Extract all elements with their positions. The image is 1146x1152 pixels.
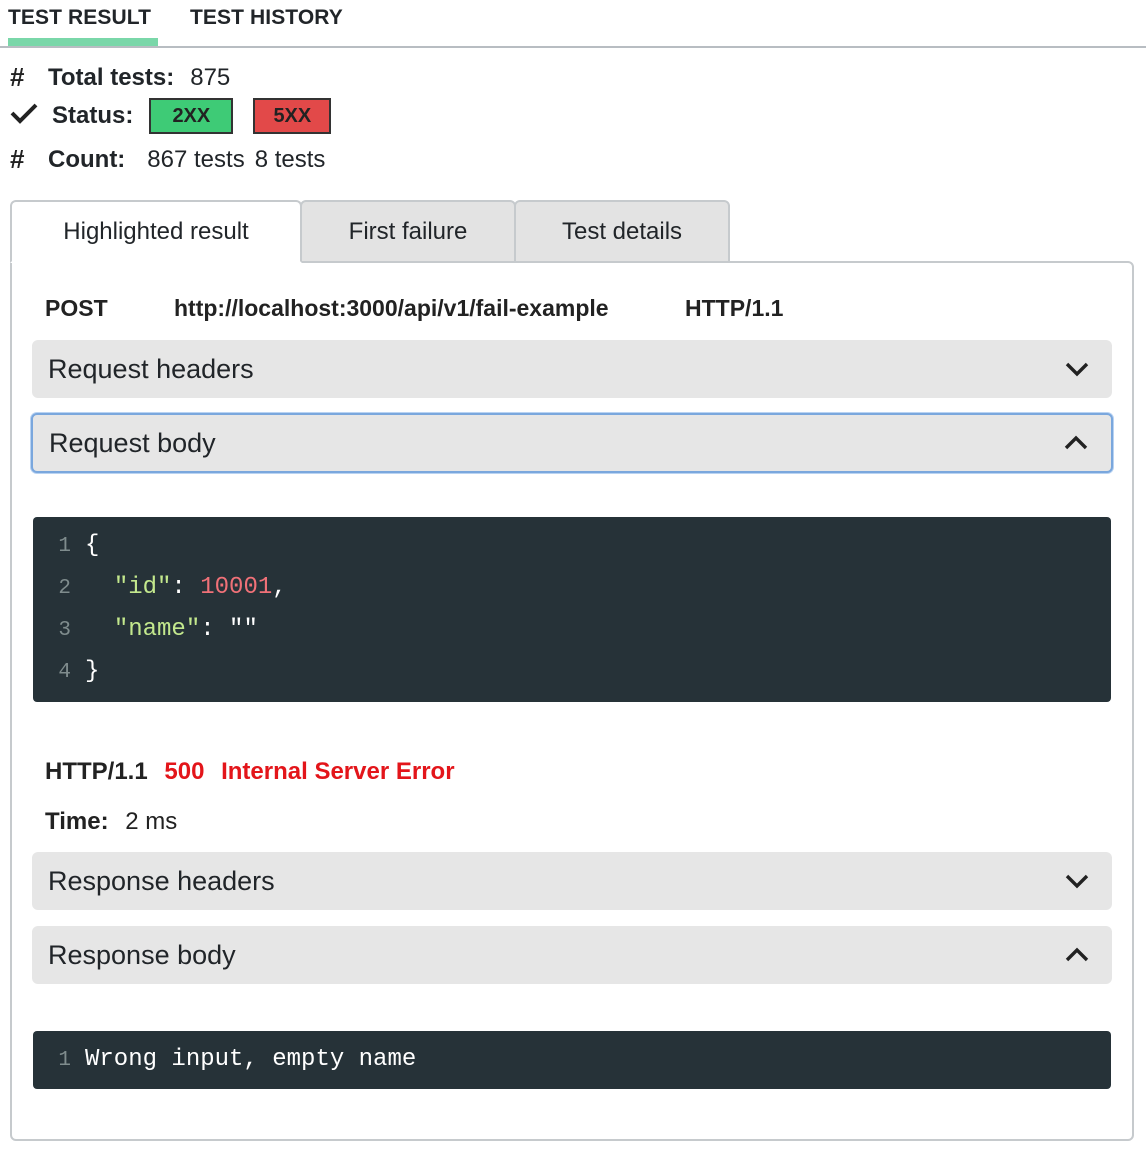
- total-tests-value: 875: [190, 63, 231, 91]
- response-status-text: Internal Server Error: [221, 758, 455, 785]
- json-number: 10001: [200, 574, 273, 601]
- tab-first-failure[interactable]: First failure: [300, 200, 516, 263]
- chevron-down-icon: [1065, 874, 1089, 889]
- response-status-code: 500: [164, 758, 205, 785]
- request-body-label: Request body: [49, 427, 216, 458]
- checkmark-icon: [10, 101, 38, 132]
- status-label: Status:: [52, 102, 134, 129]
- hash-icon: #: [10, 62, 25, 92]
- chevron-up-icon: [1064, 435, 1088, 450]
- request-url: http://localhost:3000/api/v1/fail-exampl…: [174, 295, 609, 321]
- result-panel: [10, 261, 1134, 1141]
- code-line: 4}: [58, 658, 100, 685]
- count-2xx: 867 tests: [147, 145, 245, 173]
- code-line: 1{: [58, 532, 100, 559]
- json-key: "id": [113, 574, 172, 601]
- json-string: "": [229, 616, 258, 643]
- request-body-code: 1{ 2 "id": 10001, 3 "name": "" 4}: [33, 517, 1111, 702]
- response-headers-label: Response headers: [48, 865, 275, 896]
- status-badge-2xx[interactable]: 2XX: [149, 98, 234, 134]
- summary-count-row: # Count: 867 tests 8 tests: [10, 144, 325, 175]
- chevron-up-icon: [1065, 947, 1089, 962]
- code-line: 2 "id": 10001,: [58, 574, 287, 601]
- summary-total-row: # Total tests: 875: [10, 62, 230, 93]
- request-headers-label: Request headers: [48, 353, 254, 384]
- request-method: POST: [45, 295, 108, 321]
- status-badge-5xx[interactable]: 5XX: [253, 98, 332, 134]
- top-tab-bar: TEST RESULT TEST HISTORY: [0, 0, 1146, 48]
- chevron-down-icon: [1065, 362, 1089, 377]
- response-protocol: HTTP/1.1: [45, 758, 148, 785]
- tab-highlighted-result[interactable]: Highlighted result: [10, 200, 302, 263]
- json-key: "name": [113, 616, 201, 643]
- hash-icon: #: [10, 144, 25, 174]
- active-tab-indicator: [8, 38, 158, 46]
- response-status-line: HTTP/1.1 500 Internal Server Error: [45, 758, 455, 786]
- tab-test-details[interactable]: Test details: [514, 200, 730, 263]
- time-label: Time:: [45, 808, 109, 835]
- response-headers-toggle[interactable]: Response headers: [32, 852, 1112, 910]
- time-value: 2 ms: [125, 808, 178, 835]
- request-protocol: HTTP/1.1: [685, 295, 784, 321]
- code-line: 3 "name": "": [58, 616, 258, 643]
- tab-test-history[interactable]: TEST HISTORY: [190, 6, 343, 29]
- response-time-line: Time: 2 ms: [45, 808, 177, 836]
- summary-status-row: Status: 2XX 5XX: [10, 98, 332, 134]
- response-body-label: Response body: [48, 939, 236, 970]
- request-body-toggle[interactable]: Request body: [31, 413, 1113, 473]
- count-5xx: 8 tests: [254, 145, 326, 173]
- response-body-toggle[interactable]: Response body: [32, 926, 1112, 984]
- count-label: Count:: [48, 145, 126, 173]
- total-tests-label: Total tests:: [48, 63, 175, 91]
- tab-test-result[interactable]: TEST RESULT: [8, 6, 152, 29]
- request-headers-toggle[interactable]: Request headers: [32, 340, 1112, 398]
